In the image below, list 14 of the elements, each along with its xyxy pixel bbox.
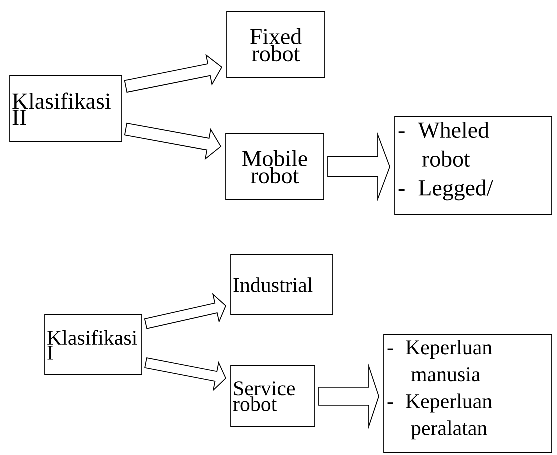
list-box: - Wheled robot - Legged/ — [394, 116, 552, 216]
block-arrow — [124, 54, 223, 93]
text-box: Klasifikasi I — [44, 314, 142, 376]
text-box: Fixed robot — [226, 12, 326, 78]
block-arrow — [328, 132, 390, 202]
text-box: Service robot — [230, 366, 316, 428]
block-arrow — [144, 293, 227, 330]
text-box: Mobile robot — [226, 134, 324, 200]
text-box: Industrial — [230, 254, 334, 316]
text-box: Klasifikasi II — [10, 76, 122, 142]
list-box: - Keperluan manusia - Keperluan peralatan — [384, 334, 552, 454]
block-arrow — [144, 358, 227, 392]
block-arrow — [124, 122, 222, 160]
block-arrow — [318, 364, 380, 430]
